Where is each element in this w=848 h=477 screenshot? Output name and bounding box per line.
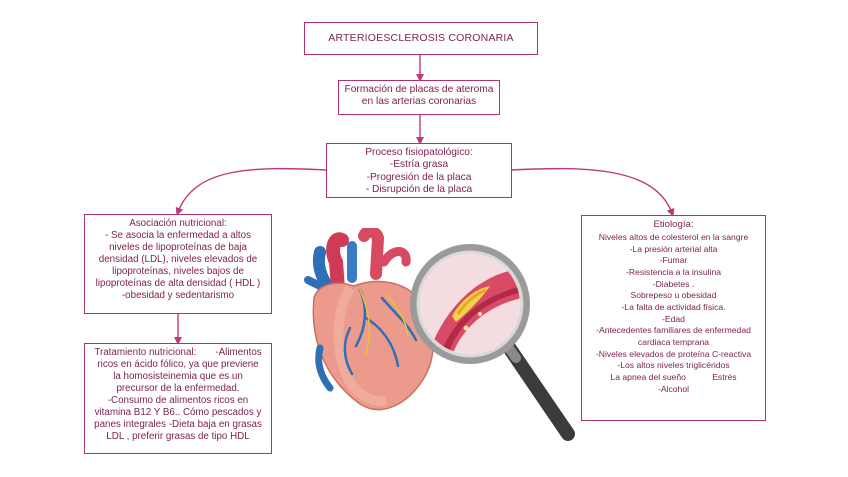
etiology-line: -Diabetes .	[652, 278, 695, 289]
treatment-line: la homosisteinemia que es un	[113, 370, 243, 382]
etiology-line: -Los altos niveles triglicéridos	[617, 360, 730, 371]
process-line: -Estría grasa	[389, 159, 449, 171]
etiology-line: -Antecedentes familiares de enfermedad	[596, 325, 751, 336]
etiology-line: -La presión arterial alta	[629, 243, 718, 254]
association-box: Asociación nutricional: - Se asocia la e…	[84, 214, 272, 314]
arrow-process-association	[175, 167, 327, 216]
etiology-line: -Resistencia a la insulina	[625, 266, 722, 277]
etiology-line: -Edad	[662, 313, 685, 324]
diagram-title: ARTERIOESCLEROSIS CORONARIA	[328, 32, 514, 44]
magnifying-glass-icon	[410, 244, 575, 441]
treatment-box: Tratamiento nutricional: -Alimentos rico…	[84, 343, 272, 454]
treatment-line: ricos en ácido fólico, ya que previene	[97, 358, 259, 370]
association-line: lipoproteínas de alta densidad ( HDL )	[95, 277, 261, 289]
etiology-line: -Niveles elevados de proteína C-reactiva	[595, 348, 752, 359]
association-heading: Asociación nutricional:	[129, 218, 227, 229]
heart-icon	[304, 228, 434, 411]
etiology-line: -Fumar	[659, 255, 688, 266]
process-heading: Proceso fisiopatológico:	[365, 147, 473, 158]
treatment-line: LDL , preferir grasas de tipo HDL	[106, 430, 250, 442]
title-box: ARTERIOESCLEROSIS CORONARIA	[304, 22, 538, 55]
etiology-line: La apnea del sueño Estrés	[610, 371, 737, 382]
association-line: -obesidad y sedentarismo	[121, 289, 235, 301]
process-line: - Disrupción de la placa	[365, 184, 473, 196]
process-line: -Progresión de la placa	[366, 171, 472, 183]
treatment-heading: Tratamiento nutricional: -Alimentos	[94, 347, 262, 358]
treatment-line: vitamina B12 Y B6.. Cómo pescados y	[94, 406, 262, 418]
formation-line: Formación de placas de ateroma	[344, 84, 494, 95]
etiology-box: Etiología: Niveles altos de colesterol e…	[581, 215, 766, 421]
association-line: lipoproteínas, niveles bajos de	[112, 265, 244, 277]
formation-line: en las arterias coronarias	[361, 96, 477, 108]
process-box: Proceso fisiopatológico: -Estría grasa -…	[326, 143, 512, 198]
treatment-line: panes integrales -Dieta baja en grasas	[94, 418, 262, 430]
etiology-heading: Etiología:	[653, 219, 694, 230]
etiology-line: -La falta de actividad física.	[621, 301, 726, 312]
etiology-line: Sobrepeso u obesidad	[630, 290, 717, 301]
association-line: densidad (LDL), niveles elevados de	[98, 253, 258, 265]
association-line: - Se asocia la enfermedad a altos	[105, 229, 251, 241]
formation-box: Formación de placas de ateroma en las ar…	[338, 80, 500, 115]
arrow-process-etiology	[511, 167, 675, 217]
etiology-line: cardiaca temprana	[637, 336, 710, 347]
treatment-line: precursor de la enfermedad.	[116, 382, 240, 394]
etiology-line: Niveles altos de colesterol en la sangre	[598, 231, 749, 242]
association-line: niveles de lipoproteínas de baja	[109, 241, 247, 253]
heart-magnifier-illustration	[304, 228, 575, 441]
etiology-line: -Alcohol	[657, 383, 690, 394]
treatment-line: -Consumo de alimentos ricos en	[107, 394, 249, 406]
